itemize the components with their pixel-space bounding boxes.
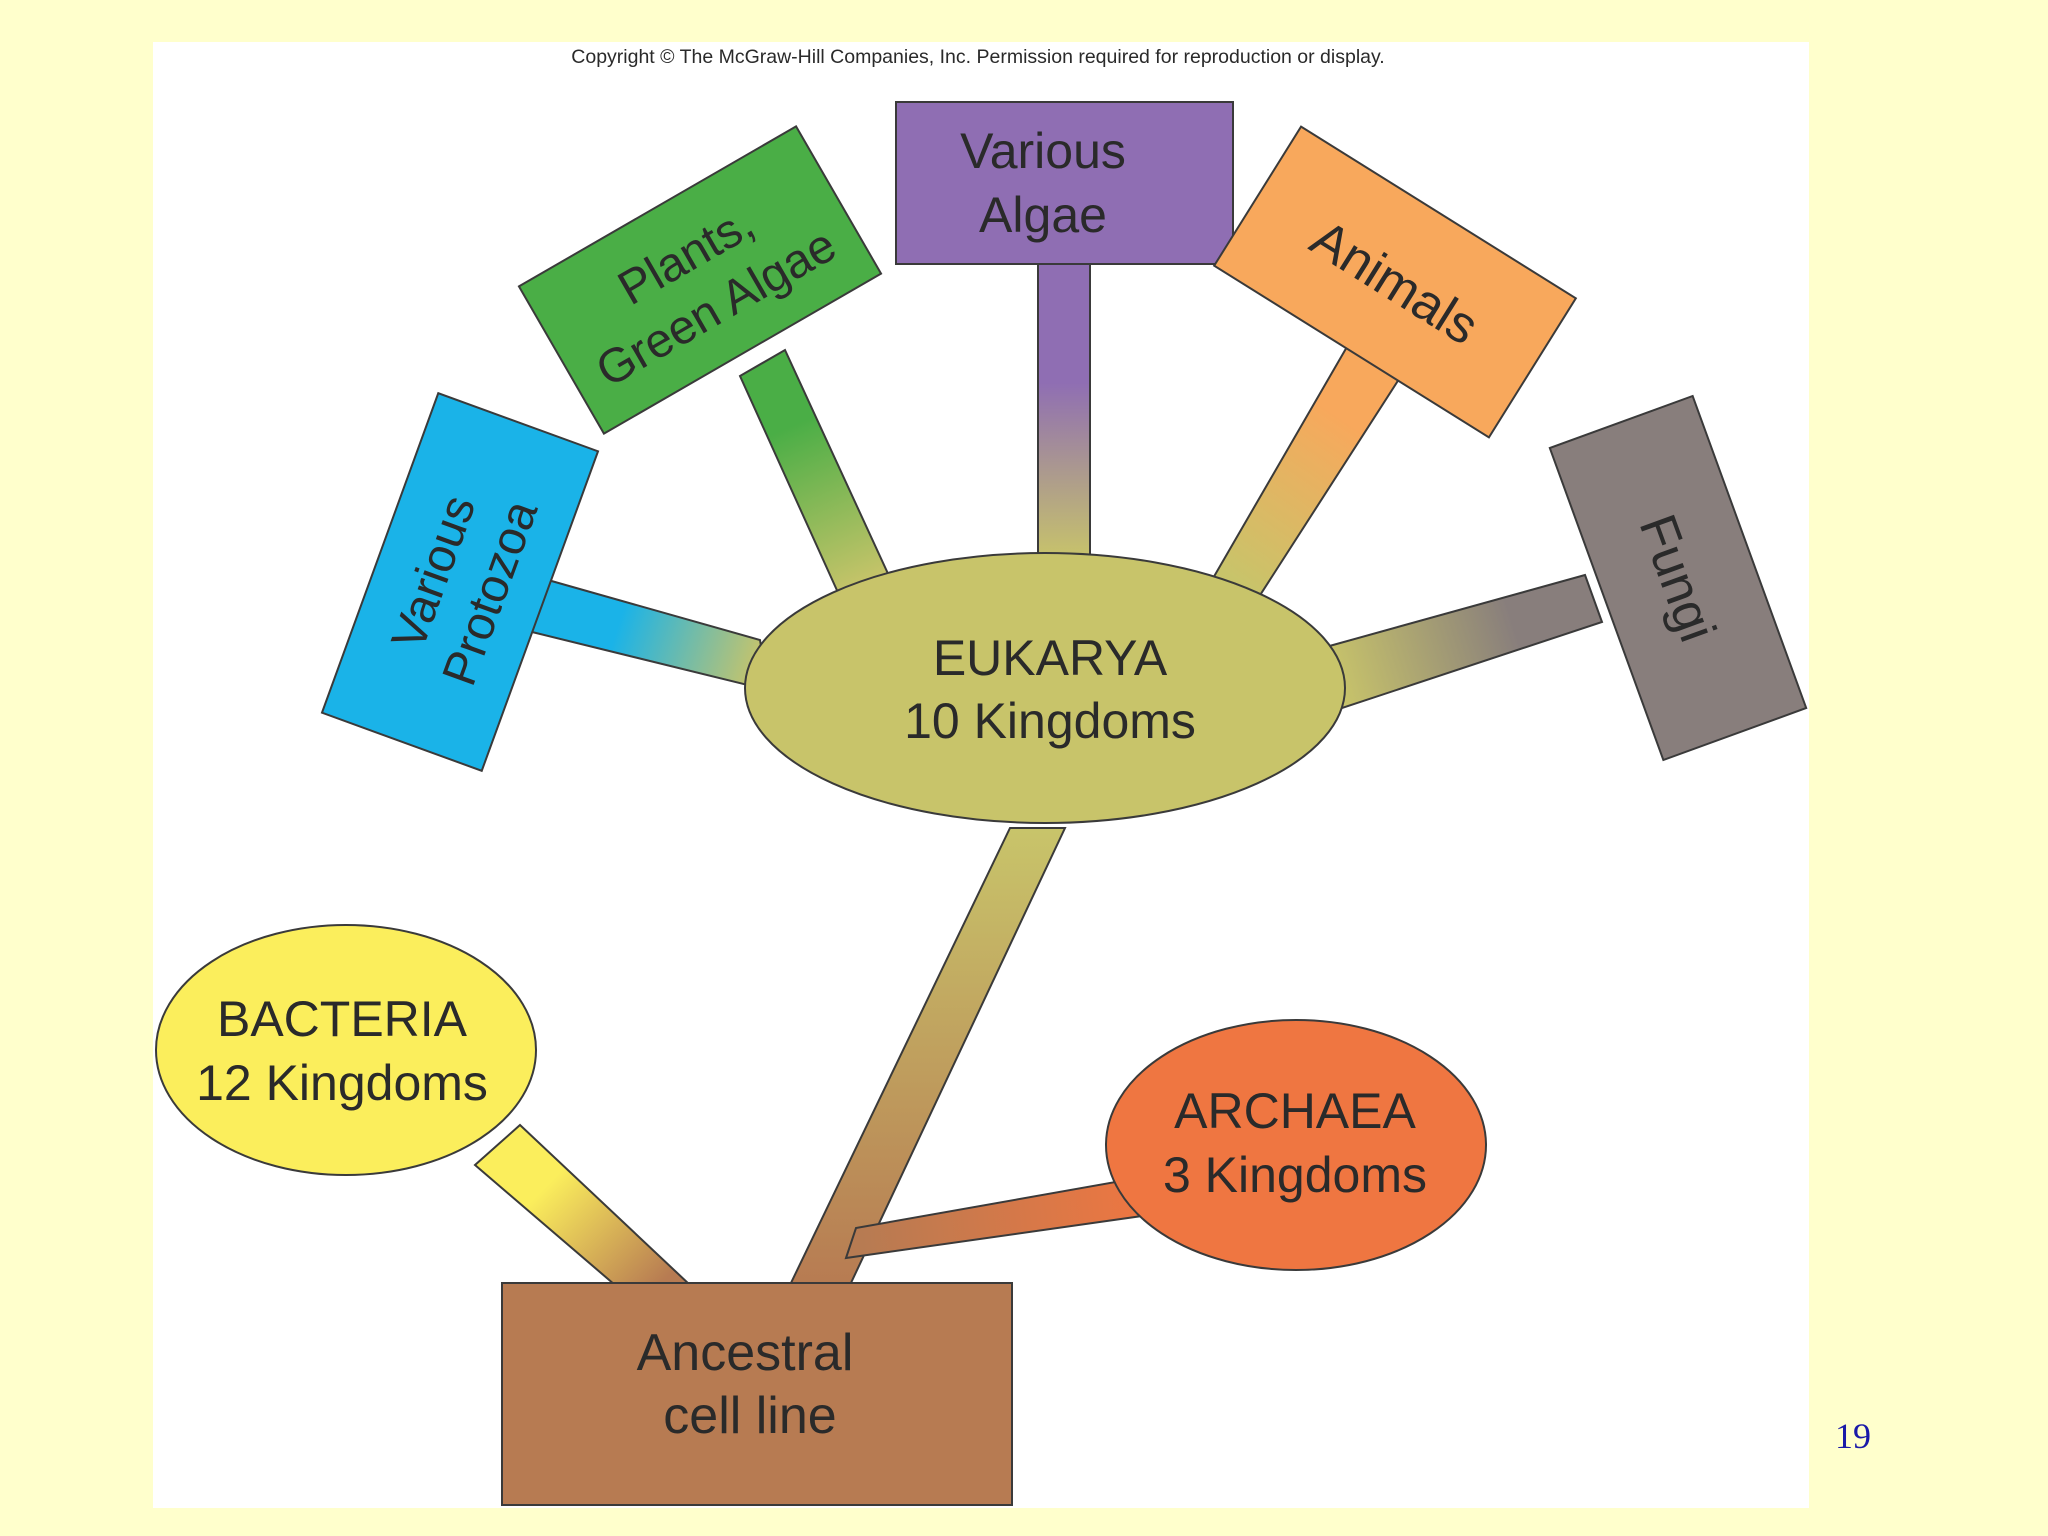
archaea-title: ARCHAEA	[1174, 1083, 1416, 1139]
eukarya-title: EUKARYA	[933, 630, 1168, 686]
ancestral-node: Ancestral cell line	[501, 1282, 1013, 1506]
bacteria-title: BACTERIA	[217, 991, 468, 1047]
archaea-node	[1105, 1019, 1487, 1271]
ancestral-line2: cell line	[663, 1387, 836, 1445]
fungi-node: Fungi	[1548, 394, 1808, 762]
bacteria-kingdoms: 12 Kingdoms	[196, 1055, 488, 1111]
algae-line2: Algae	[979, 187, 1107, 243]
archaea-kingdoms: 3 Kingdoms	[1163, 1147, 1427, 1203]
algae-node: Various Algae	[895, 101, 1234, 265]
slide-number: 19	[1835, 1416, 1871, 1456]
animals-node: Animals	[1212, 125, 1578, 439]
algae-line1: Various	[960, 123, 1126, 179]
branch-algae	[1037, 261, 1091, 561]
protozoa-node: Various Protozoa	[320, 391, 600, 773]
eukarya-kingdoms: 10 Kingdoms	[904, 693, 1196, 749]
bacteria-node	[155, 924, 537, 1176]
ancestral-line1: Ancestral	[637, 1324, 854, 1382]
eukarya-node	[744, 552, 1346, 824]
copyright-notice: Copyright © The McGraw-Hill Companies, I…	[571, 46, 1384, 68]
